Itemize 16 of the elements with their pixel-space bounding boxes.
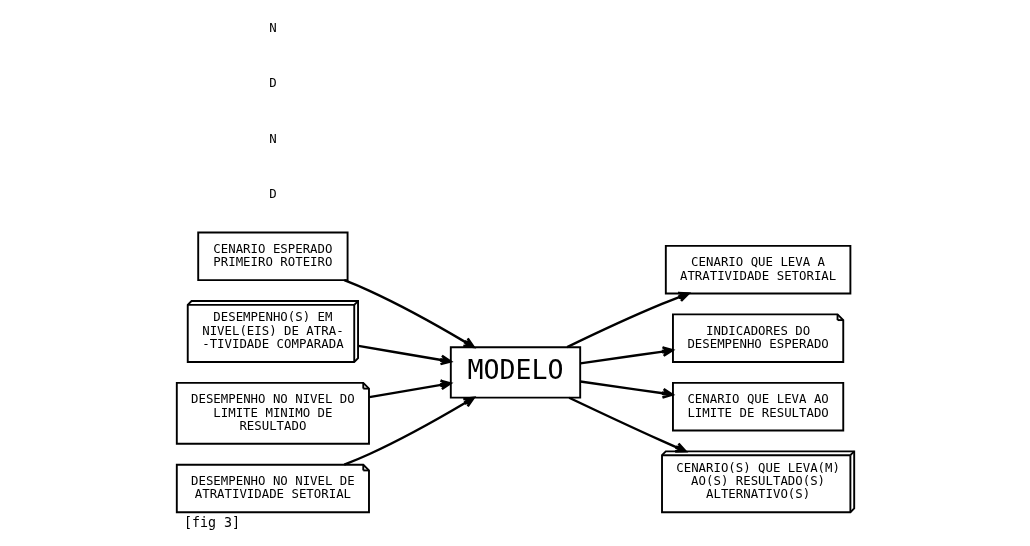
arrow	[568, 396, 687, 453]
arrow	[357, 344, 452, 366]
arrow	[343, 279, 475, 349]
arrow	[579, 380, 674, 399]
arrow	[579, 346, 674, 365]
arrow	[368, 379, 452, 399]
node-box: CENARIO ESPERADO PRIMEIRO ROTEIRO	[196, 231, 349, 282]
node-box: MODELO	[449, 346, 581, 399]
label: D	[268, 76, 277, 91]
arrow	[566, 291, 690, 349]
label: D	[268, 186, 277, 201]
caption: [fig 3]	[183, 514, 240, 530]
label: N	[268, 131, 277, 146]
node-box: CENARIO QUE LEVA A ATRATIVIDADE SETORIAL	[664, 244, 851, 295]
label: N	[268, 21, 277, 36]
node-box: CENARIO QUE LEVA AO LIMITE DE RESULTADO	[671, 381, 844, 432]
